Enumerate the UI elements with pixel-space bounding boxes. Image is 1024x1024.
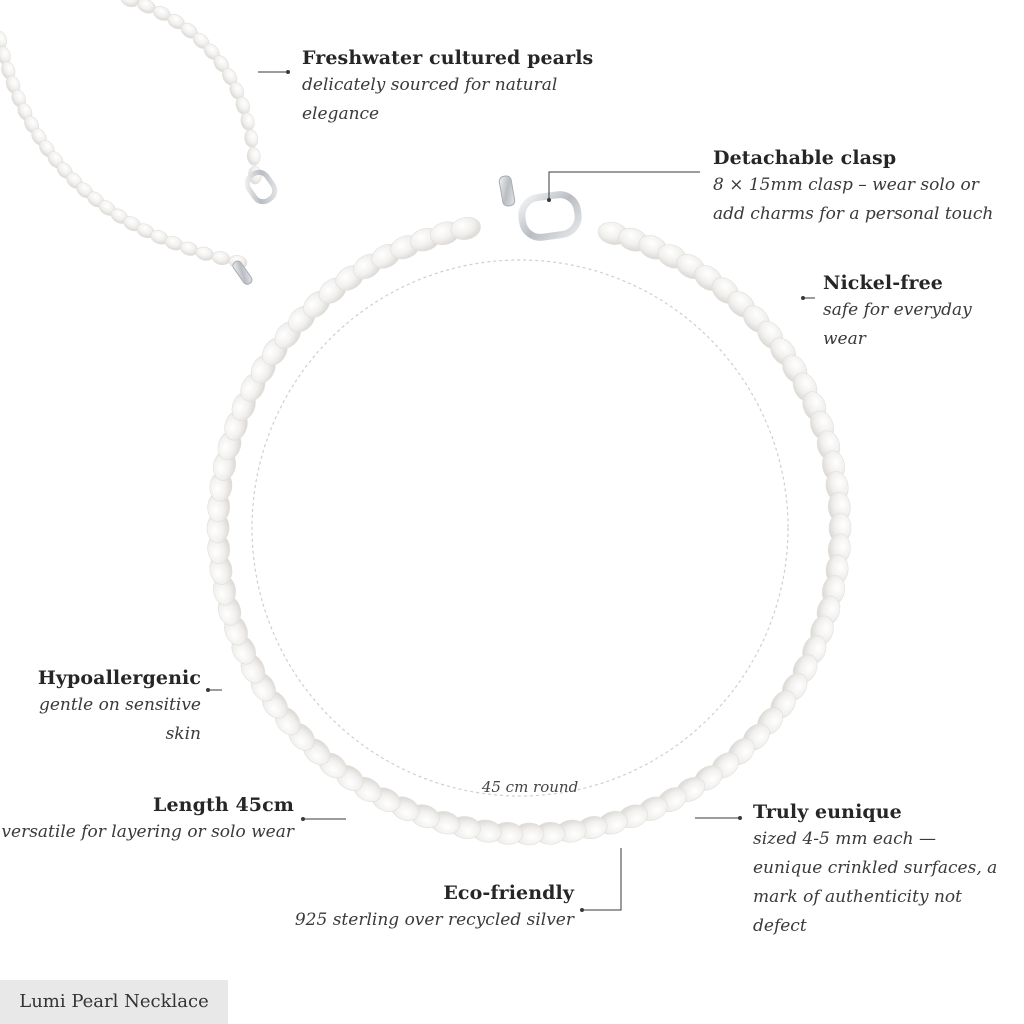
feature-title: Hypoallergenic — [37, 667, 201, 689]
feature-length: Length 45cm versatile for layering or so… — [0, 792, 294, 847]
feature-title: Eco-friendly — [443, 882, 574, 904]
feature-desc: eunique crinkled surfaces, a — [753, 858, 998, 878]
feature-desc: versatile for layering or solo wear — [1, 822, 294, 842]
feature-desc: elegance — [302, 104, 380, 124]
feature-freshwater: Freshwater cultured pearls delicately so… — [302, 45, 622, 129]
leader-lines — [208, 71, 815, 911]
leader-dots — [206, 70, 805, 912]
feature-nickel-free: Nickel-free safe for everyday wear — [823, 270, 1018, 354]
feature-desc: safe for everyday wear — [823, 300, 972, 349]
feature-title: Nickel-free — [823, 272, 943, 294]
feature-desc: defect — [753, 916, 807, 936]
feature-desc: mark of authenticity not — [753, 887, 962, 907]
feature-desc: gentle on sensitive skin — [38, 695, 201, 744]
pearl — [240, 112, 255, 131]
necklace-pearls — [206, 216, 852, 846]
feature-title: Truly eunique — [753, 801, 902, 823]
feature-desc: sized 4-5 mm each — — [753, 829, 936, 849]
feature-unique: Truly eunique sized 4-5 mm each — euniqu… — [753, 799, 1018, 941]
feature-desc: add charms for a personal touch — [713, 204, 994, 224]
pearl — [244, 129, 259, 148]
feature-eco-friendly: Eco-friendly 925 sterling over recycled … — [290, 880, 574, 935]
feature-title: Freshwater cultured pearls — [302, 47, 594, 69]
feature-desc: 925 sterling over recycled silver — [294, 910, 574, 930]
pearl — [450, 216, 481, 240]
clasp-icon — [498, 175, 582, 241]
pearl — [211, 251, 231, 266]
detail-strand-pearls — [0, 0, 262, 269]
feature-title: Length 45cm — [153, 794, 294, 816]
pearl — [246, 146, 261, 166]
pearl — [120, 0, 140, 8]
feature-hypoallergenic: Hypoallergenic gentle on sensitive skin — [0, 665, 201, 749]
measurement-circle — [251, 259, 789, 797]
feature-title: Detachable clasp — [713, 147, 897, 169]
feature-desc: delicately sourced for natural — [302, 75, 558, 95]
feature-clasp: Detachable clasp 8 × 15mm clasp – wear s… — [713, 145, 1013, 229]
feature-desc: 8 × 15mm clasp – wear solo or — [713, 175, 979, 195]
detail-clasp-icon — [232, 169, 278, 285]
product-name-tag: Lumi Pearl Necklace — [0, 980, 228, 1024]
measurement-label: 45 cm round — [481, 778, 579, 796]
